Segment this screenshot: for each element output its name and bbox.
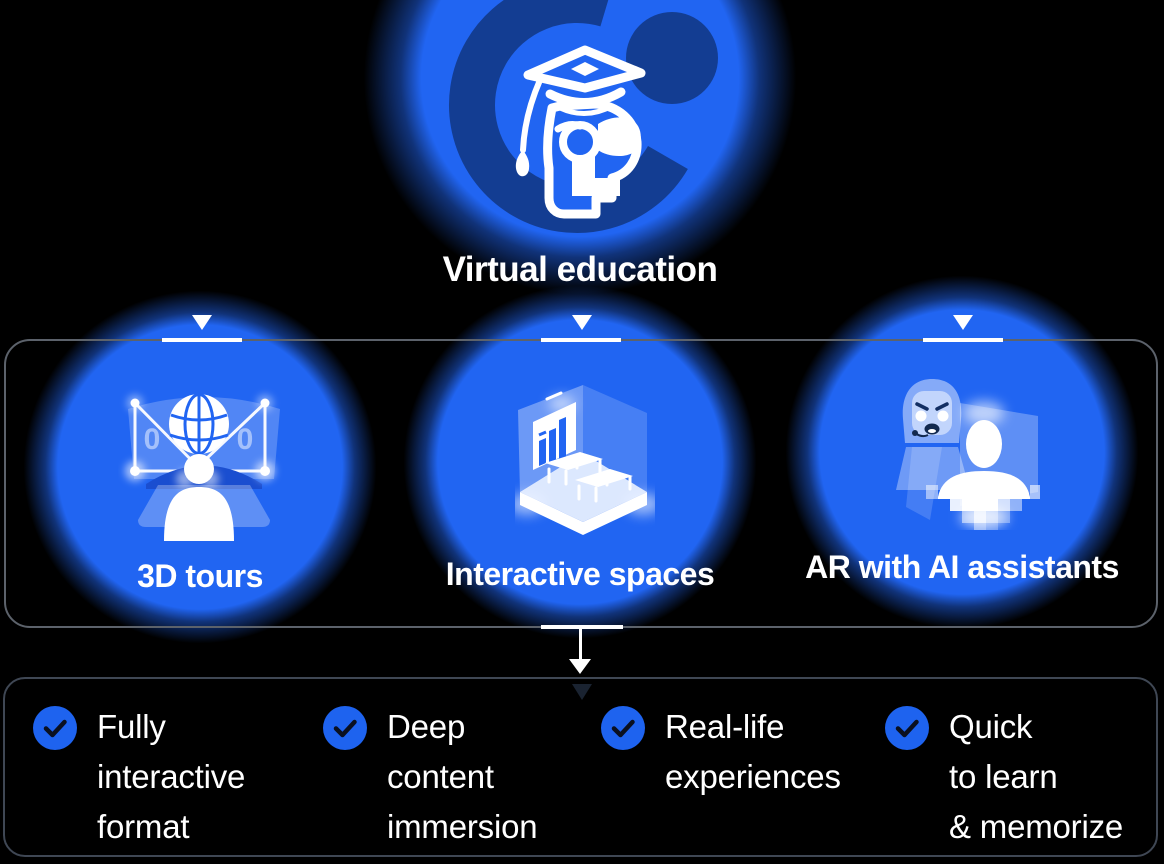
connector-dash	[162, 338, 242, 342]
feature-node-ar-ai-assistants: AR with AI assistants	[782, 272, 1142, 632]
branch-arrow-icon	[572, 315, 592, 330]
3d-tours-icon: 0 0	[125, 393, 280, 541]
svg-text:0: 0	[144, 423, 161, 456]
benefit-item: Fully interactive format	[33, 702, 245, 852]
ar-ai-assistants-icon	[896, 379, 1040, 530]
decorative-swirl	[449, 0, 718, 233]
vr-graduate-icon	[515, 45, 646, 219]
flow-arrow-icon	[569, 659, 591, 674]
connector-dash	[541, 625, 623, 629]
feature-label: AR with AI assistants	[805, 549, 1119, 585]
benefit-item: Real-life experiences	[601, 702, 841, 802]
connector-dash	[541, 338, 621, 342]
check-icon	[601, 706, 645, 750]
check-icon	[885, 706, 929, 750]
check-icon	[323, 706, 367, 750]
benefit-label: Real-life experiences	[665, 708, 841, 795]
benefit-item: Deep content immersion	[323, 702, 538, 852]
check-icon	[33, 706, 77, 750]
benefit-item: Quick to learn & memorize	[885, 702, 1123, 852]
benefit-label: Fully interactive format	[97, 708, 246, 845]
benefit-label: Deep content immersion	[387, 708, 538, 845]
branch-arrow-icon	[192, 315, 212, 330]
svg-text:0: 0	[237, 423, 254, 456]
interactive-spaces-icon	[515, 385, 655, 535]
flow-arrow-shadow-icon	[572, 684, 592, 700]
page-title: Virtual education	[442, 250, 718, 289]
branch-arrow-icon	[953, 315, 973, 330]
connector-dash	[923, 338, 1003, 342]
benefit-label: Quick to learn & memorize	[949, 708, 1124, 845]
connector-line	[579, 628, 582, 659]
feature-label: 3D tours	[137, 558, 263, 594]
feature-label: Interactive spaces	[445, 556, 715, 592]
